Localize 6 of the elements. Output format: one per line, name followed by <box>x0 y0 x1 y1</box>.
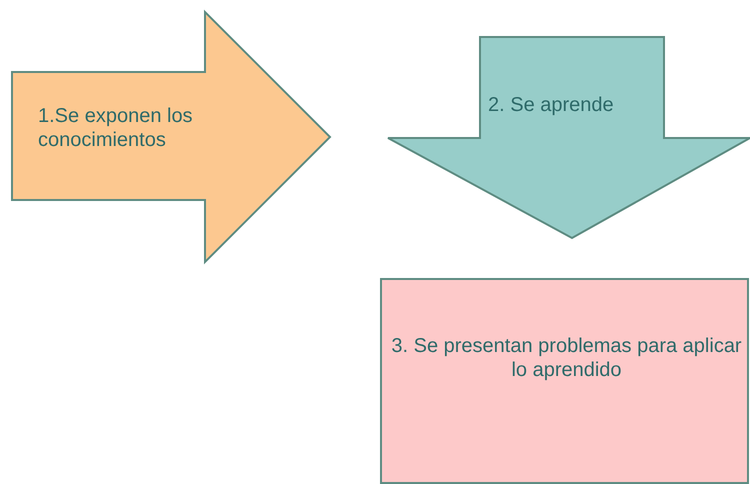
node-text: 2. Se aprende <box>488 93 615 117</box>
process-box <box>380 278 749 484</box>
down-arrow-shape <box>388 37 750 238</box>
node-text: 1.Se exponen los conocimientos <box>38 104 194 152</box>
node-text: 3. Se presentan problemas para aplicar lo aprendido <box>390 334 743 382</box>
right-arrow-shape <box>12 12 330 262</box>
